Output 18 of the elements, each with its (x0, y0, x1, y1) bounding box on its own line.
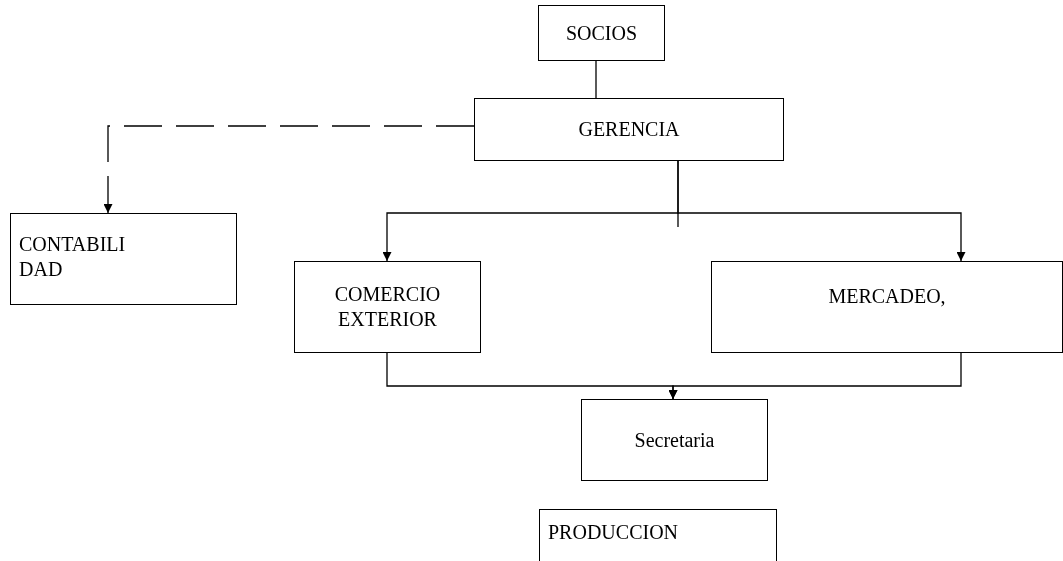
box-label: SOCIOS (565, 20, 638, 46)
org-box (711, 261, 1063, 353)
org-box (539, 509, 777, 561)
org-box (294, 261, 481, 353)
arrow (103, 125, 475, 214)
box-label: Secretaria (634, 427, 715, 453)
org-box (538, 5, 665, 61)
box-label: GERENCIA (578, 117, 680, 142)
box-label: CONTABILI DAD (19, 232, 127, 282)
box-label: MERCADEO, (828, 284, 946, 309)
box-label: PRODUCCION (548, 520, 679, 545)
org-box (474, 98, 784, 161)
arrow (677, 160, 966, 262)
org-box (581, 399, 768, 481)
org-box (10, 213, 237, 305)
box-label: COMERCIO EXTERIOR (333, 282, 442, 332)
arrow (668, 352, 962, 400)
connector-line (595, 60, 597, 99)
